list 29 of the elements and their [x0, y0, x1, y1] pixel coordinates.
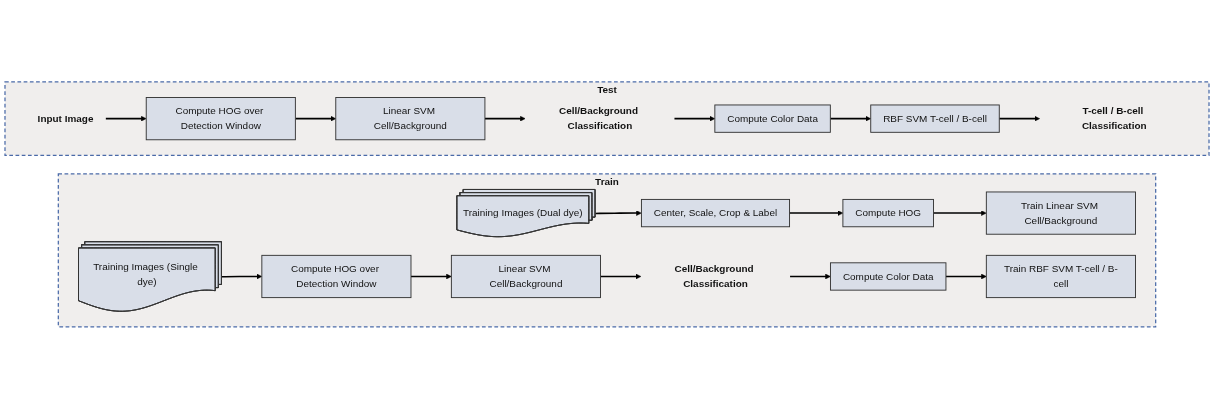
node-text: T-cell / B-cell Classification: [1081, 105, 1147, 131]
arrow: [484, 115, 526, 121]
arrow: [410, 273, 452, 279]
arrow: [594, 209, 642, 216]
node-box: Compute Color Data: [830, 261, 947, 291]
arrow: [945, 273, 987, 279]
node-box: Train RBF SVM T-cell / B-cell: [985, 254, 1136, 298]
node-box: Train Linear SVM Cell/Background: [985, 191, 1136, 235]
node-box: Compute HOG over Detection Window: [261, 254, 412, 298]
arrow: [294, 115, 336, 121]
node-box: Linear SVM Cell/Background: [335, 96, 486, 140]
arrow: [789, 273, 831, 279]
node-text: Input Image: [37, 112, 94, 124]
arrow: [788, 209, 844, 216]
arrow: [599, 273, 642, 279]
arrow: [829, 115, 871, 121]
arrow: [221, 273, 263, 279]
arrow: [105, 115, 147, 121]
node-box: Linear SVM Cell/Background: [450, 254, 601, 298]
node-box: RBF SVM T-cell / B-cell: [870, 104, 1000, 133]
node-text: Cell/Background Classification: [674, 263, 754, 289]
arrow: [932, 209, 987, 216]
node-box: Center, Scale, Crop & Label: [640, 198, 790, 227]
node-box: Compute HOG: [842, 198, 934, 227]
node-text: Cell/Background Classification: [558, 105, 638, 131]
node-box: Compute HOG over Detection Window: [145, 96, 296, 140]
arrow: [673, 115, 716, 121]
node-box: Compute Color Data: [714, 104, 831, 133]
arrow: [998, 115, 1040, 121]
